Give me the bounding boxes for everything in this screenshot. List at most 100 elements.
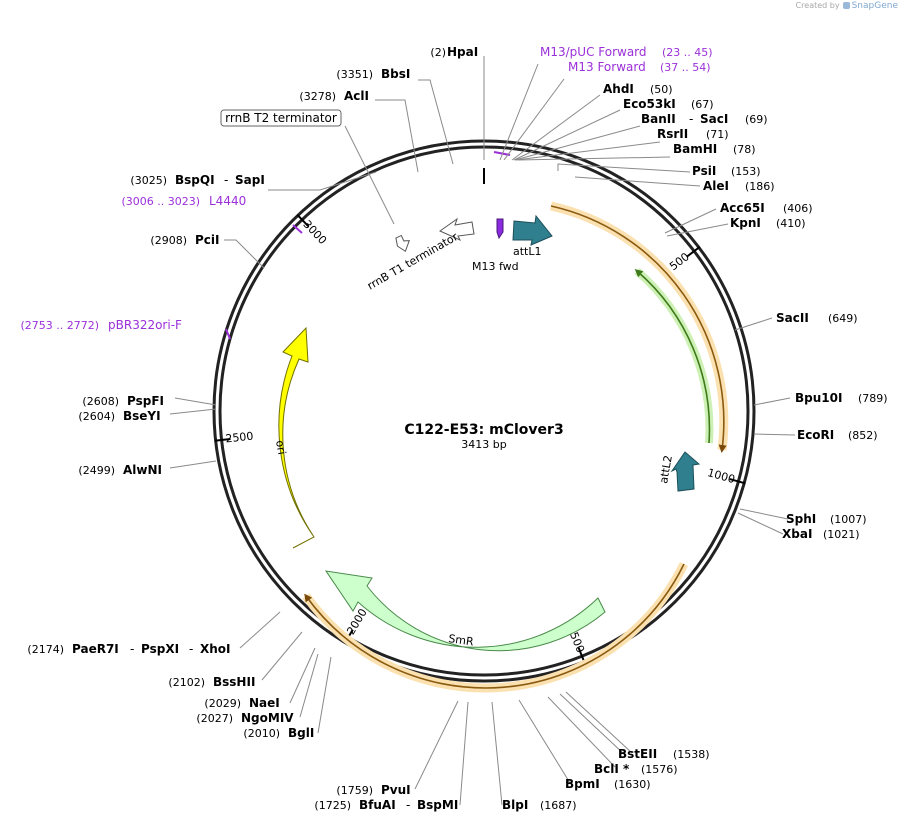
site-rsrii-number: (71)	[706, 128, 729, 141]
site-sacii-name: SacII	[776, 311, 809, 325]
site-bfuai-sep: -	[406, 798, 410, 812]
rrnbt2-label: rrnB T2 terminator	[225, 111, 337, 125]
site-pspfi-number: (2608)	[82, 395, 119, 408]
tick-mark	[729, 478, 746, 485]
tick-label: 3000	[300, 218, 329, 247]
site-xbai-number: (1021)	[823, 528, 860, 541]
site-blpi-number: (1687)	[540, 799, 577, 812]
site-acli-name: AclI	[344, 89, 369, 103]
feature-rrnbt1-arrow	[438, 217, 475, 242]
site-bamhi-number: (78)	[733, 143, 756, 156]
site-xbai-name: XbaI	[782, 527, 812, 541]
site-sphi-name: SphI	[786, 512, 816, 526]
site-bsteii-name: BstEII	[618, 747, 657, 761]
site-alei-name: AleI	[703, 179, 729, 193]
snapgene-watermark: Created by SnapGene	[796, 1, 898, 11]
site-hpai: (2)	[430, 46, 446, 59]
site-ahdi-number: (50)	[650, 83, 673, 96]
site-bpu10i-number: (789)	[858, 392, 888, 405]
feature-attl1-arrow	[512, 214, 553, 246]
site-bpu10i-name: Bpu10I	[795, 391, 842, 405]
site-psii-number: (153)	[731, 165, 761, 178]
tick-label: 2000	[344, 606, 370, 637]
primer-m13fwd-range: (37 .. 54)	[660, 61, 711, 74]
tick-label: 1000	[706, 466, 736, 486]
site-ecori-number: (852)	[848, 429, 878, 442]
feature-smr-arrow	[324, 570, 606, 652]
site-ngomiv-name: NgoMIV	[241, 711, 294, 725]
rrnbt2-label-box	[220, 109, 342, 127]
feature-rrnbt1-label: rrnB T1 terminator	[365, 230, 461, 293]
site-pvui-number: (1759)	[336, 784, 373, 797]
feature-mclover3-arc	[550, 201, 729, 451]
site-bcli-name: BclI *	[594, 762, 630, 776]
site-bspqi-name: BspQI	[175, 173, 215, 187]
site-banii-sep: -	[689, 112, 693, 126]
primer-mark-pbr322	[225, 328, 231, 340]
site-saci-name: SacI	[700, 112, 728, 126]
feature-inner-green-arc	[634, 267, 714, 444]
site-banii-name: BanII	[641, 112, 676, 126]
site-pcii-name: PciI	[195, 233, 220, 247]
feature-mclover3-line	[550, 205, 727, 453]
feature-smr-label: SmR	[448, 632, 475, 648]
site-ahdi-name: AhdI	[603, 82, 634, 96]
site-ngomiv-number: (2027)	[196, 712, 233, 725]
site-paer7i-name: PaeR7I	[72, 642, 119, 656]
site-bsteii-number: (1538)	[673, 748, 710, 761]
site-bseyi-name: BseYI	[123, 409, 161, 423]
primer-pbr322-name: pBR322ori-F	[108, 318, 182, 332]
site-bspqi-sep: -	[224, 173, 228, 187]
site-sphi-number: (1007)	[830, 513, 867, 526]
site-bsshii-number: (2102)	[168, 676, 205, 689]
site-bpmi-name: BpmI	[565, 777, 600, 791]
site-paer7i-sep: -	[130, 642, 134, 656]
right-labels: M13/pUC Forward (23 .. 45) M13 Forward (…	[502, 45, 888, 812]
site-kpni-number: (410)	[776, 217, 806, 230]
site-ecori-name: EcoRI	[797, 428, 834, 442]
left-labels: (2) HpaI (3351) BbsI (3278) AclI rrnB T2…	[20, 45, 478, 812]
site-blpi-name: BlpI	[502, 798, 528, 812]
site-acc65i-number: (406)	[783, 202, 813, 215]
site-hpai-name: HpaI	[447, 45, 478, 59]
site-bspmi-name: BspMI	[417, 798, 458, 812]
site-bseyi-number: (2604)	[78, 410, 115, 423]
plasmid-name: C122-E53: mClover3	[404, 422, 563, 438]
tick-mark	[214, 437, 231, 442]
feature-rrnbt2-arrow	[395, 234, 410, 253]
site-pvui-name: PvuI	[381, 783, 411, 797]
plasmid-length: 3413 bp	[461, 438, 506, 451]
site-bamhi-name: BamHI	[673, 142, 717, 156]
site-bbsi-name: BbsI	[381, 67, 410, 81]
site-pspfi-name: PspFI	[127, 394, 164, 408]
site-bgli-number: (2010)	[243, 727, 280, 740]
site-alwni-name: AlwNI	[123, 463, 162, 477]
site-naei-name: NaeI	[249, 696, 280, 710]
primer-m13puc-name: M13/pUC Forward	[540, 45, 647, 59]
feature-ori-arrow	[278, 326, 315, 549]
watermark-prefix: Created by	[795, 1, 840, 10]
site-xhoi-name: XhoI	[200, 642, 231, 656]
site-bspqi-number: (3025)	[130, 174, 167, 187]
site-sapi-name: SapI	[235, 173, 265, 187]
site-paer7i-number: (2174)	[27, 643, 64, 656]
site-eco53ki-number: (67)	[691, 98, 714, 111]
site-bcli-number: (1576)	[641, 763, 678, 776]
primer-mark-m13puc	[493, 151, 511, 156]
site-bsshii-name: BssHII	[213, 675, 255, 689]
site-pspxi-name: PspXI	[141, 642, 179, 656]
site-pspxi-sep: -	[189, 642, 193, 656]
site-bgli-name: BglI	[288, 726, 314, 740]
site-bfuai-name: BfuAI	[359, 798, 396, 812]
site-alei-number: (186)	[745, 180, 775, 193]
site-bfuai-number: (1725)	[314, 799, 351, 812]
watermark-brand: SnapGene	[851, 1, 898, 11]
site-psii-name: PsiI	[692, 164, 716, 178]
backbone-outer-ring	[212, 139, 756, 683]
tick-mark	[296, 213, 309, 227]
feature-m13fwd-label: M13 fwd	[472, 260, 519, 273]
feature-cds-lower-line	[304, 563, 685, 689]
site-eco53ki-name: Eco53kI	[623, 97, 676, 111]
primer-pbr322-range: (2753 .. 2772)	[20, 319, 99, 332]
